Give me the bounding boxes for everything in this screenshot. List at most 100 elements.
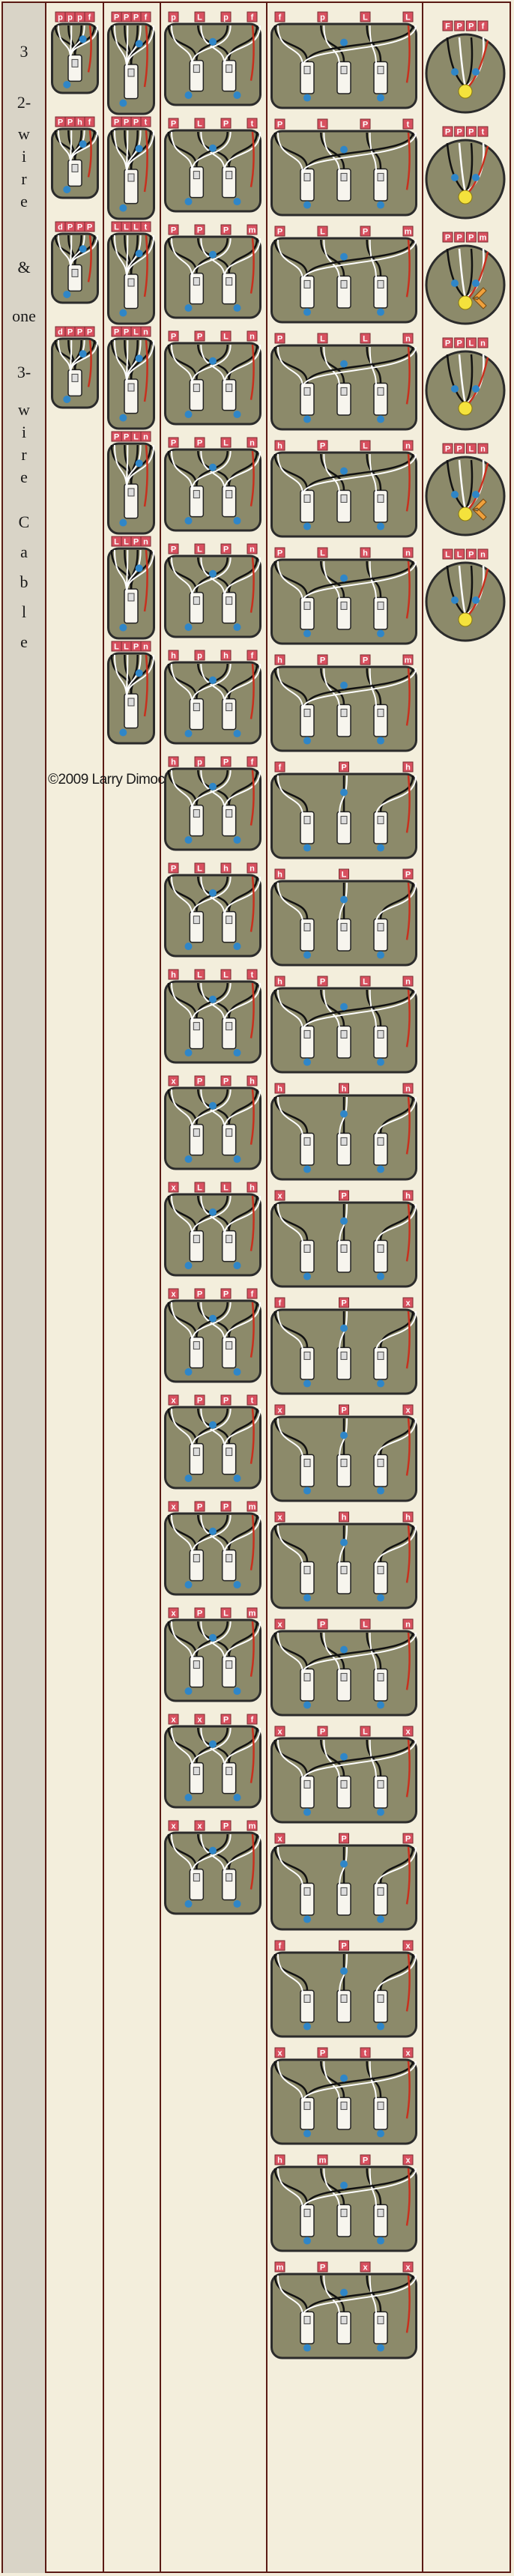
cable-label-tag — [339, 1404, 349, 1415]
wire-nut-icon — [303, 308, 311, 316]
cable-label: n — [250, 545, 255, 554]
wire — [250, 450, 255, 507]
cable-label-tag — [194, 1182, 205, 1193]
cable-label-tag — [465, 126, 477, 137]
wire — [320, 989, 345, 1027]
cable-label-tag — [168, 756, 179, 767]
wire — [250, 131, 255, 187]
cable-label: P — [363, 121, 368, 130]
switch-toggle-icon — [303, 1137, 311, 1146]
wire-nut-icon — [377, 951, 384, 959]
cable-label: p — [58, 13, 63, 22]
cable-label: P — [133, 118, 139, 127]
outlet-box — [164, 1725, 261, 1809]
cable-label-tag — [360, 2261, 371, 2273]
cable-label-tag — [247, 1394, 258, 1406]
cable-label: P — [445, 445, 450, 454]
cable-label: P — [223, 1503, 229, 1512]
cable-label: f — [279, 1299, 282, 1308]
cable-label: P — [405, 871, 411, 880]
cable-label: h — [363, 549, 368, 558]
wire — [405, 1203, 411, 1262]
switch-toggle-icon — [226, 596, 233, 605]
title-word: one — [12, 306, 36, 325]
wire — [320, 1739, 345, 1777]
cable-label-tag — [247, 1820, 258, 1831]
cable-label-tag — [360, 11, 371, 22]
cable-label: t — [145, 223, 148, 232]
switch-toggle-icon — [303, 65, 311, 74]
wire — [171, 876, 193, 916]
wire-nut-icon — [340, 788, 348, 796]
wire — [302, 989, 417, 1031]
cable-label-tag — [454, 20, 465, 31]
cable-label: P — [114, 433, 119, 442]
wire-nut-icon — [340, 253, 348, 261]
switch-toggle-icon — [303, 1030, 311, 1038]
wire — [87, 235, 92, 282]
cable-label-tag — [477, 232, 489, 243]
cable-label-tag — [442, 443, 453, 454]
cable-label-tag — [140, 431, 151, 442]
cable-label: P — [133, 538, 139, 547]
cable-label-tag — [168, 437, 179, 448]
wire-nut-icon — [340, 145, 348, 154]
wire — [273, 560, 309, 598]
wire — [302, 453, 417, 495]
wire — [191, 663, 232, 704]
wire-nut-icon — [184, 1794, 193, 1802]
wire — [277, 132, 303, 174]
cable-label-tag — [339, 761, 349, 773]
wire — [191, 876, 232, 916]
wire-nut-icon — [377, 522, 384, 530]
cable-label: m — [249, 226, 256, 235]
wire — [366, 1739, 382, 1777]
cable-label-tag — [465, 232, 477, 243]
wire — [320, 668, 345, 705]
outlet-box — [164, 1618, 261, 1702]
cable-label: P — [114, 13, 119, 22]
wire — [273, 1632, 309, 1669]
switch-toggle-icon — [193, 1660, 200, 1669]
wire — [126, 130, 154, 175]
cable-label-tag — [274, 11, 285, 22]
wire — [273, 2061, 309, 2098]
cable-label: P — [468, 128, 474, 137]
cable-label: P — [405, 1835, 411, 1844]
wire-nut-icon — [303, 1379, 311, 1388]
switch-toggle-icon — [377, 1244, 384, 1253]
wire — [405, 25, 411, 83]
wire — [366, 1632, 382, 1669]
cable-label: n — [405, 978, 411, 987]
cable-label-tag — [247, 1075, 258, 1086]
switch-toggle-icon — [377, 1458, 384, 1467]
wire-nut-icon — [184, 517, 193, 525]
wire — [191, 1621, 232, 1661]
wire — [171, 131, 193, 172]
wire — [277, 989, 303, 1031]
wire-nut-icon — [451, 174, 459, 181]
wire — [228, 450, 258, 486]
wire — [302, 1632, 417, 1674]
fan-icon — [472, 498, 487, 521]
cable-label: n — [405, 1621, 411, 1630]
wire — [171, 1727, 193, 1768]
cable-label-tag — [247, 1288, 258, 1299]
cable-label-tag — [220, 437, 232, 448]
cable-label: P — [133, 13, 139, 22]
cable-label-tag — [194, 118, 205, 129]
outlet-box — [164, 1512, 261, 1596]
wire — [464, 37, 474, 88]
cable-label-tag — [317, 11, 328, 22]
wire — [250, 25, 255, 81]
cable-label-tag — [274, 118, 285, 130]
wire — [228, 663, 258, 699]
wire-nut-icon — [119, 728, 127, 737]
cable-label: P — [277, 228, 282, 237]
wire-nut-icon — [209, 889, 217, 897]
